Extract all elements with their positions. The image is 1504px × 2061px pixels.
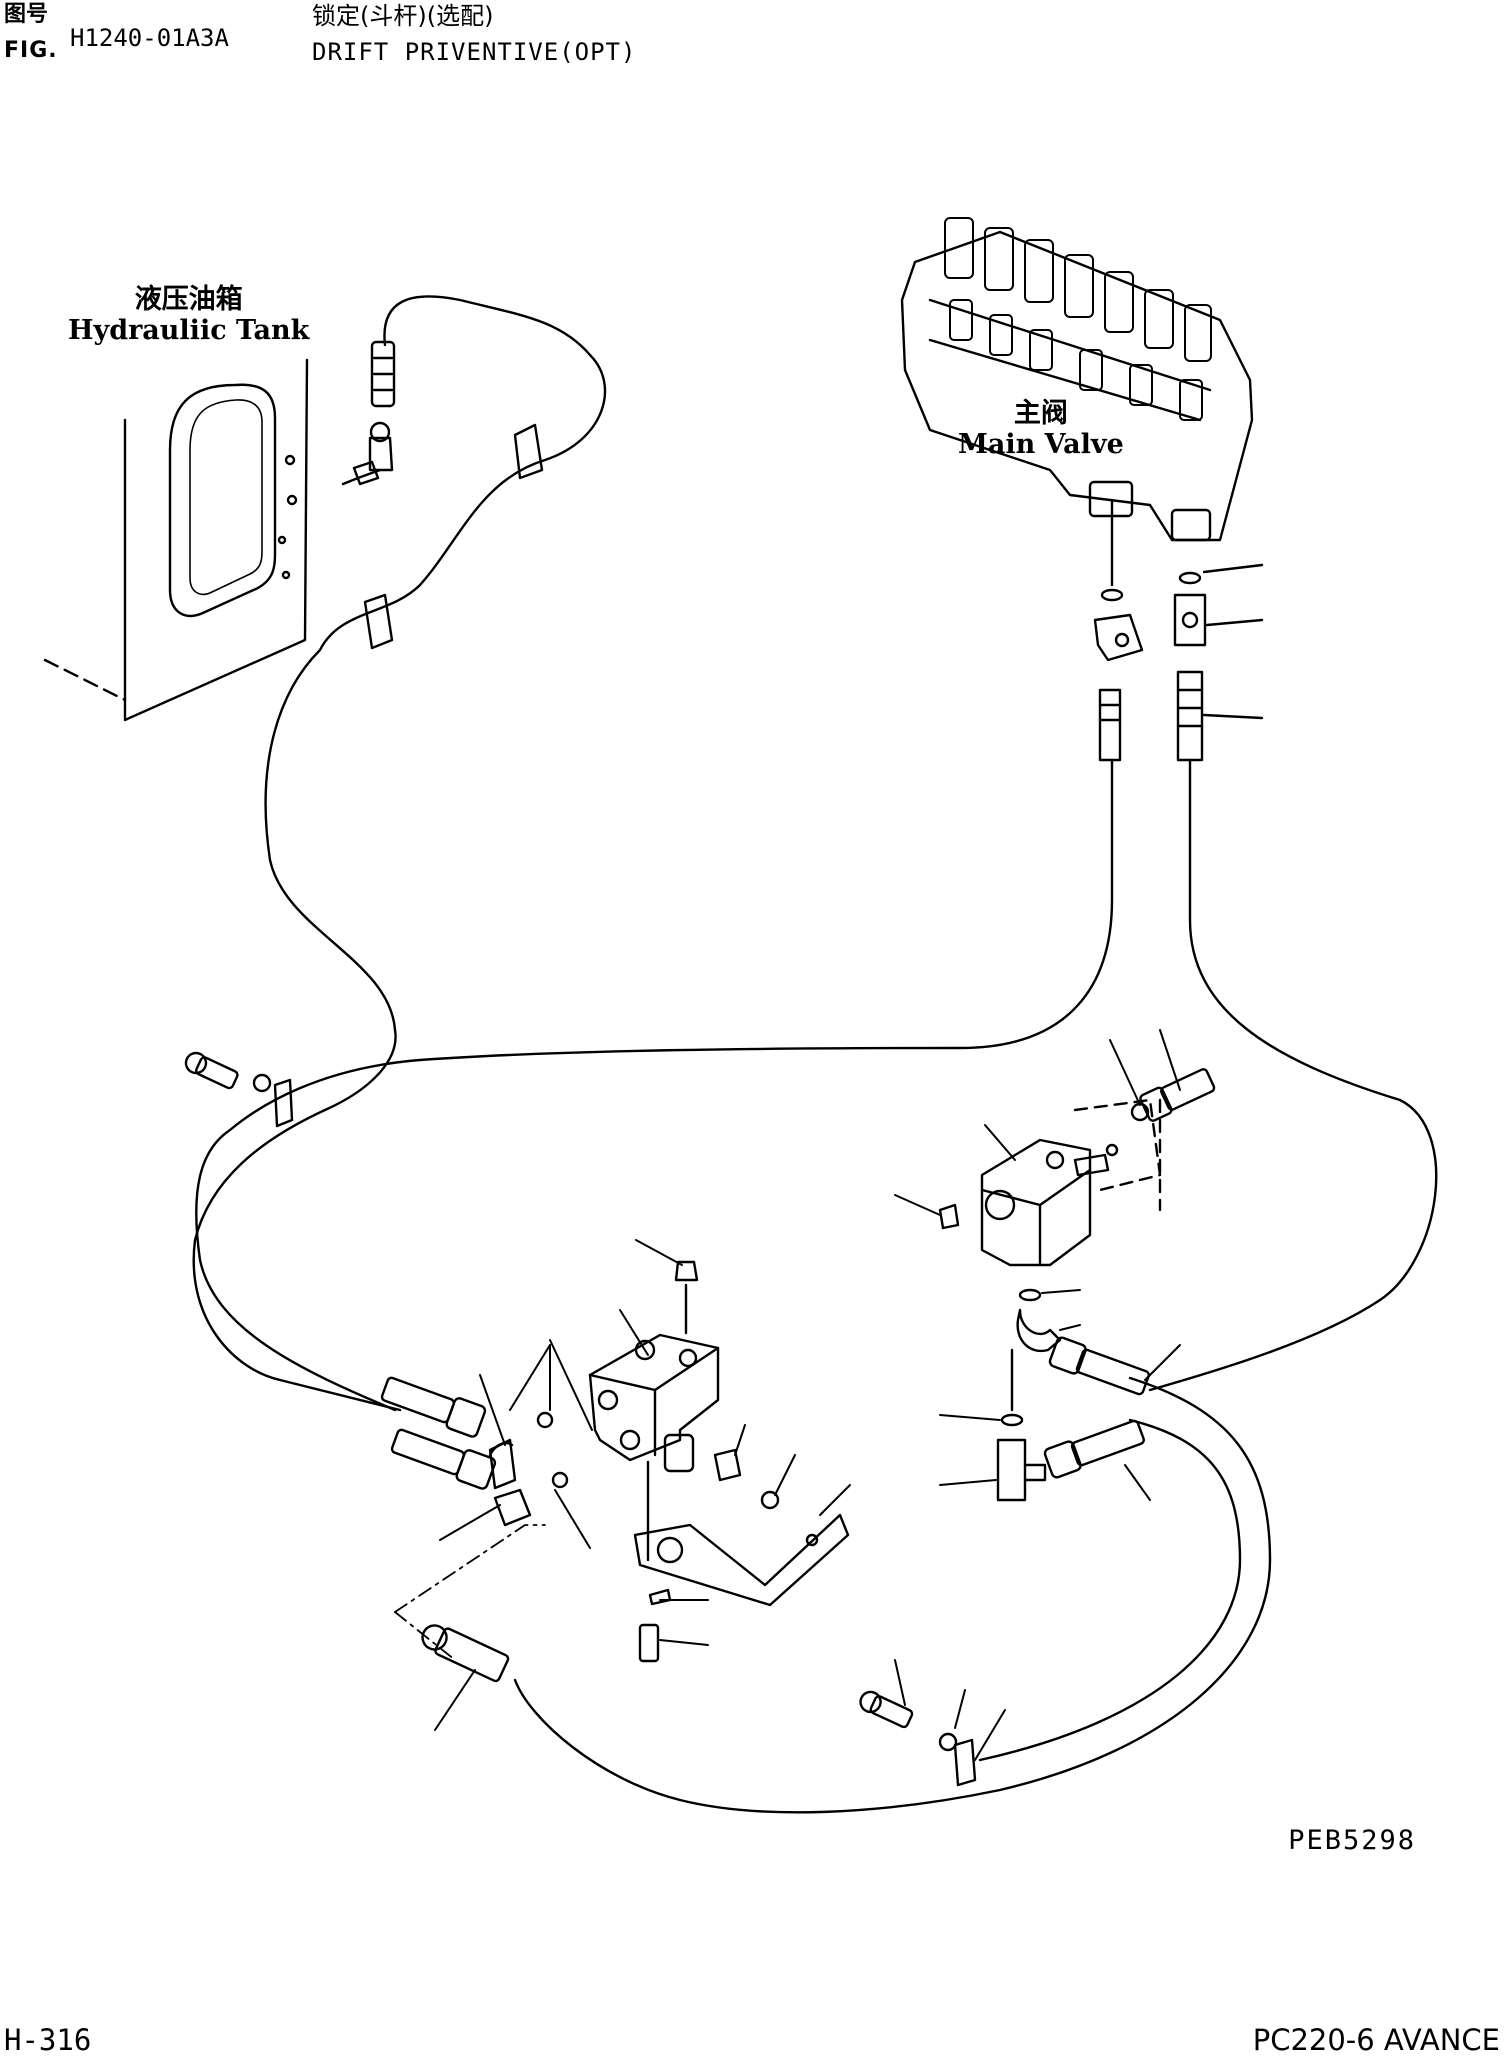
- title-en: DRIFT PRIVENTIVE(OPT): [312, 38, 637, 66]
- leader-lines: [434, 1029, 1181, 1761]
- fig-label-en: FIG.: [4, 38, 58, 63]
- main-valve-label-en: Main Valve: [958, 429, 1124, 461]
- tank-label-en: Hydrauliic Tank: [68, 315, 310, 347]
- left-bracket: [633, 1513, 850, 1663]
- page-number: H-316: [4, 2023, 92, 2057]
- drawing-reference: PEB5298: [1288, 1825, 1416, 1856]
- tank-label-cn: 液压油箱: [134, 284, 243, 315]
- title-cn: 锁定(斗杆)(选配): [312, 2, 494, 30]
- main-hose-loops: [195, 758, 1438, 1814]
- left-control-valve: [588, 1260, 720, 1562]
- hydraulic-tank-label: 液压油箱 Hydrauliic Tank: [68, 284, 309, 346]
- tank-hoses: [192, 295, 607, 1412]
- main-valve-fittings: [1093, 498, 1264, 762]
- fig-label-cn: 图号: [4, 2, 49, 27]
- main-valve-label-cn: 主阀: [1013, 398, 1068, 429]
- clamps: [184, 1051, 977, 1787]
- main-valve-label: 主阀 Main Valve: [958, 398, 1124, 460]
- fig-number: H1240-01A3A: [70, 24, 229, 52]
- hydraulic-tank: [43, 358, 309, 722]
- dash-lines: [394, 1524, 546, 1661]
- model-name: PC220-6 AVANCE: [1252, 2023, 1500, 2057]
- main-valve: [900, 217, 1254, 542]
- left-fittings: [380, 1376, 780, 1683]
